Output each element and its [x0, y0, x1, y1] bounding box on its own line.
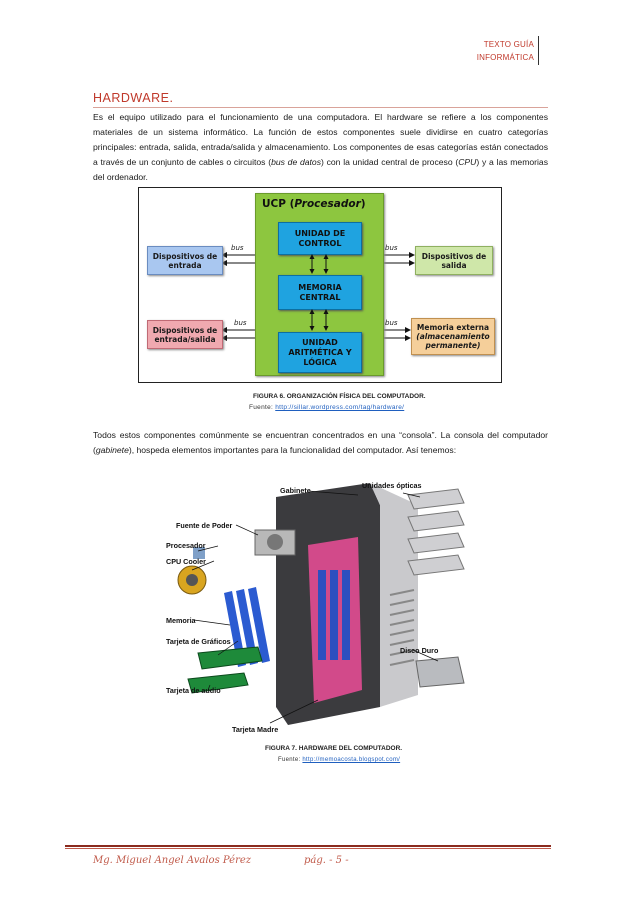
section-title: HARDWARE. [93, 91, 174, 105]
label-gabinete: Gabinete [280, 486, 311, 495]
case-vents [389, 589, 415, 666]
external-memory-box: Memoria externa(almacenamiento permanent… [411, 318, 495, 355]
graphics-card [197, 646, 263, 670]
figure-7-caption: FIGURA 7. HARDWARE DEL COMPUTADOR. [265, 745, 403, 752]
pci-slot [318, 570, 326, 660]
text-run: ) con la unidad central de proceso ( [321, 157, 459, 167]
output-devices-box: Dispositivos de salida [415, 246, 493, 275]
external-memory-label: Memoria externa [416, 323, 490, 332]
hard-disk [415, 656, 465, 688]
figure-6-source-link[interactable]: http://sillar.wordpress.com/tag/hardware… [275, 404, 405, 411]
text-run: Es el equipo utilizado para el funcionam… [93, 112, 548, 167]
audio-card [187, 672, 249, 694]
figure-computer-hardware: Gabinete Unidades ópticas Fuente de Pode… [158, 475, 478, 737]
central-memory-box: MEMORIA CENTRAL [278, 275, 362, 310]
label-pointers [191, 490, 439, 724]
bus-label: bus [231, 244, 244, 252]
figure-6-source: Fuente: http://sillar.wordpress.com/tag/… [249, 404, 404, 411]
figure-7-source: Fuente: http://memoacosta.blogspot.com/ [278, 757, 400, 763]
paragraph-hardware-intro: Es el equipo utilizado para el funcionam… [93, 110, 548, 185]
figure-cpu-organization: UCP (Procesador) UNIDAD DE CONTROL MEMOR… [138, 187, 502, 383]
internal-arrows [309, 254, 329, 331]
figure-6-caption: FIGURA 6. ORGANIZACIÓN FÍSICA DEL COMPUT… [253, 393, 426, 400]
pci-slot [342, 570, 350, 660]
label-cpu-cooler: CPU Cooler [166, 557, 206, 566]
psu-fan [267, 534, 283, 550]
ucp-title-c: ) [360, 198, 366, 210]
label-procesador: Procesador [166, 541, 206, 550]
label-disco-duro: Disco Duro [400, 646, 439, 655]
footer-rule-thin [65, 848, 551, 849]
header-line-1: TEXTO GUÍA [483, 40, 534, 49]
text-run-italic: bus de datos [271, 157, 321, 167]
footer-page-number: pág. - 5 - [304, 855, 349, 866]
optical-drives [407, 488, 465, 576]
text-run: Todos estos componentes comúnmente se en… [93, 430, 548, 455]
ucp-title-a: UCP ( [262, 198, 295, 210]
label-tarjeta-audio: Tarjeta de audio [166, 686, 221, 695]
label-tarjeta-madre: Tarjeta Madre [232, 725, 279, 734]
source-label: Fuente: [278, 757, 303, 763]
exploded-pc-illustration [177, 483, 465, 725]
label-fuente-de-poder: Fuente de Poder [176, 521, 233, 530]
ucp-title: UCP (Procesador) [262, 198, 366, 210]
source-label: Fuente: [249, 404, 276, 411]
text-run-italic: gabinete [95, 445, 129, 455]
header-divider [538, 36, 539, 65]
bus-label: bus [234, 319, 247, 327]
label-tarjeta-graficos: Tarjeta de Gráficos [166, 637, 231, 646]
text-run: ), hospeda elementos importantes para la… [128, 445, 457, 455]
pci-slot [330, 570, 338, 660]
text-run-italic: CPU [458, 157, 477, 167]
io-devices-box: Dispositivos de entrada/salida [147, 320, 223, 349]
ucp-block: UCP (Procesador) UNIDAD DE CONTROL MEMOR… [255, 193, 384, 376]
input-devices-box: Dispositivos de entrada [147, 246, 223, 275]
footer-rule [65, 845, 551, 847]
bus-label: bus [385, 319, 398, 327]
paragraph-console: Todos estos componentes comúnmente se en… [93, 428, 548, 458]
text-run: ) y a las memorias del ordenador. [93, 157, 549, 182]
memory-modules [224, 587, 270, 667]
cpu-cooler-hub [186, 574, 198, 586]
label-memoria: Memoria [166, 616, 196, 625]
header-line-2: INFORMÁTICA [476, 53, 534, 62]
alu-box: UNIDAD ARITMÉTICA Y LÓGICA [278, 332, 362, 373]
running-header: TEXTO GUÍA INFORMÁTICA [477, 38, 534, 64]
control-unit-box: UNIDAD DE CONTROL [278, 222, 362, 255]
bus-label: bus [385, 244, 398, 252]
footer-author: Mg. Miguel Angel Avalos Pérez [93, 855, 252, 866]
external-memory-sublabel: (almacenamiento permanente) [416, 332, 490, 350]
ucp-title-b: Procesador [294, 198, 361, 210]
label-unidades-opticas: Unidades ópticas [362, 481, 422, 490]
figure-7-source-link[interactable]: http://memoacosta.blogspot.com/ [302, 757, 401, 763]
title-underline [93, 107, 548, 108]
